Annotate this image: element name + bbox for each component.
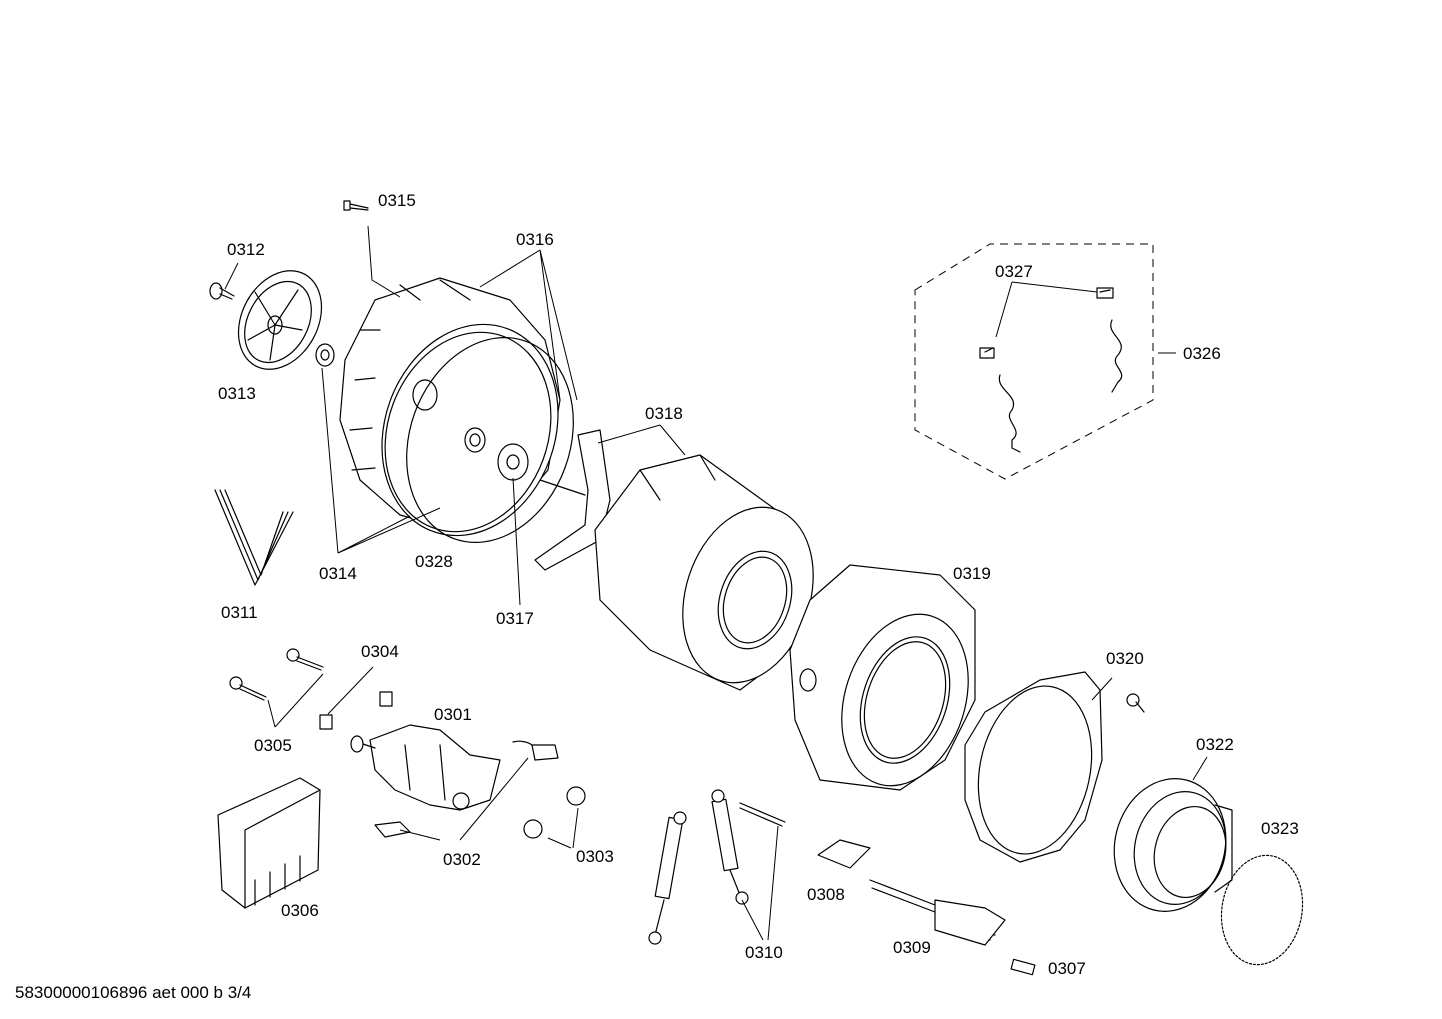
label-0327[interactable]: 0327 — [995, 262, 1033, 281]
part-0320-screw — [1126, 693, 1145, 713]
part-labels: 0315 0316 0312 0313 0327 0326 0318 0314 … — [218, 191, 1299, 978]
label-0307[interactable]: 0307 — [1048, 959, 1086, 978]
label-0319[interactable]: 0319 — [953, 564, 991, 583]
label-0320[interactable]: 0320 — [1106, 649, 1144, 668]
label-0318[interactable]: 0318 — [645, 404, 683, 423]
label-0302[interactable]: 0302 — [443, 850, 481, 869]
part-0302-carbon-brushes — [374, 740, 559, 838]
part-0313-pulley — [237, 270, 323, 370]
leader-lines — [224, 225, 1208, 941]
label-0315[interactable]: 0315 — [378, 191, 416, 210]
label-0326[interactable]: 0326 — [1183, 344, 1221, 363]
part-0328-tub-gasket — [406, 337, 574, 543]
part-0314-bearing — [315, 343, 335, 367]
part-0323-clamp-spring — [1220, 854, 1304, 966]
part-0319-front-tub — [789, 564, 976, 791]
part-0301-motor — [350, 724, 501, 811]
label-0313[interactable]: 0313 — [218, 384, 256, 403]
label-0317[interactable]: 0317 — [496, 609, 534, 628]
part-0304-bushes — [319, 691, 393, 730]
label-0312[interactable]: 0312 — [227, 240, 265, 259]
part-0322-door-seal — [1113, 778, 1233, 912]
part-0307-sensor — [1010, 958, 1036, 976]
part-0311-drive-belt — [214, 489, 294, 586]
part-0310-shock-absorbers — [648, 789, 786, 945]
label-0314[interactable]: 0314 — [319, 564, 357, 583]
label-0323[interactable]: 0323 — [1261, 819, 1299, 838]
part-0320-front-weight — [964, 671, 1103, 863]
part-0327-clips — [984, 289, 1111, 353]
label-0316[interactable]: 0316 — [516, 230, 554, 249]
label-0303[interactable]: 0303 — [576, 847, 614, 866]
part-0318-drum — [534, 429, 814, 691]
label-0305[interactable]: 0305 — [254, 736, 292, 755]
part-0326-spring-kit — [914, 243, 1154, 480]
label-0310[interactable]: 0310 — [745, 943, 783, 962]
label-0306[interactable]: 0306 — [281, 901, 319, 920]
label-0304[interactable]: 0304 — [361, 642, 399, 661]
part-0303-bushes — [523, 786, 586, 839]
part-0308-bracket — [817, 839, 871, 869]
part-0317-flange-bearing — [497, 443, 529, 481]
label-0322[interactable]: 0322 — [1196, 735, 1234, 754]
part-0309-heater — [869, 879, 1006, 946]
part-0306-motor-cover — [217, 777, 321, 909]
label-0301[interactable]: 0301 — [434, 705, 472, 724]
label-0308[interactable]: 0308 — [807, 885, 845, 904]
part-0315-screw — [343, 200, 369, 211]
label-0328[interactable]: 0328 — [415, 552, 453, 571]
document-id: 58300000106896 aet 000 b 3/4 — [15, 983, 251, 1002]
label-0311[interactable]: 0311 — [221, 603, 258, 622]
part-0305-screws — [229, 648, 324, 701]
part-0312-screw — [209, 282, 235, 300]
label-0309[interactable]: 0309 — [893, 938, 931, 957]
